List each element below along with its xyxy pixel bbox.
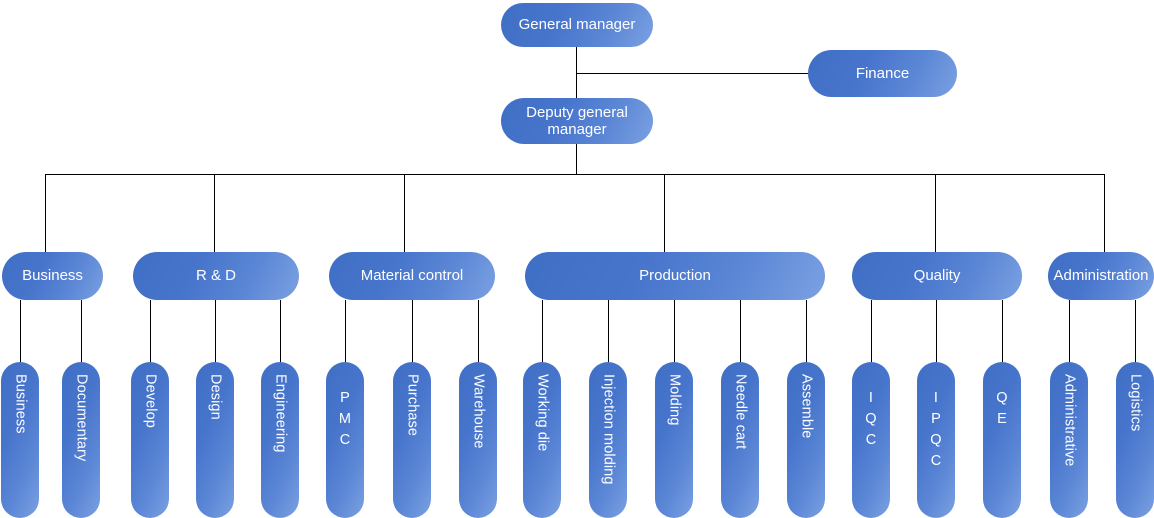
node-leaf-injection-molding[interactable]: Injection molding: [589, 362, 627, 518]
connector-dept-to-leaf: [345, 300, 346, 362]
connector-department-bus: [45, 174, 1105, 175]
node-leaf-assemble[interactable]: Assemble: [787, 362, 825, 518]
node-label: Documentary: [73, 374, 90, 462]
node-leaf-qe[interactable]: Q E: [983, 362, 1021, 518]
node-leaf-ipqc[interactable]: I P Q C: [917, 362, 955, 518]
node-label: Working die: [534, 374, 551, 452]
node-label: R & D: [195, 267, 236, 285]
node-label: Purchase: [404, 374, 421, 437]
connector-dept-to-leaf: [412, 300, 413, 362]
node-leaf-iqc[interactable]: I Q C: [852, 362, 890, 518]
connector-bus-to-rd: [214, 174, 215, 252]
node-label: Develop: [142, 374, 159, 428]
connector-dept-to-leaf: [1002, 300, 1003, 362]
node-label: Injection molding: [600, 374, 617, 485]
connector-dept-to-leaf: [542, 300, 543, 362]
node-label: Needle cart: [732, 374, 749, 450]
node-leaf-business[interactable]: Business: [1, 362, 39, 518]
connector-bus-to-administration: [1104, 174, 1105, 252]
node-label: P M C: [338, 390, 352, 449]
node-department-production[interactable]: Production: [525, 252, 825, 300]
node-department-material-control[interactable]: Material control: [329, 252, 495, 300]
connector-dept-to-leaf: [936, 300, 937, 362]
connector-dept-to-leaf: [608, 300, 609, 362]
node-label: Design: [207, 374, 224, 420]
node-leaf-engineering[interactable]: Engineering: [261, 362, 299, 518]
node-label: Material control: [360, 267, 464, 285]
node-label: Engineering: [272, 374, 289, 453]
node-label: Administration: [1053, 267, 1149, 285]
connector-dept-to-leaf: [150, 300, 151, 362]
node-label: Production: [639, 267, 711, 285]
node-leaf-purchase[interactable]: Purchase: [393, 362, 431, 518]
node-finance[interactable]: Finance: [808, 50, 957, 97]
node-deputy-general-manager[interactable]: Deputy general manager: [501, 98, 653, 144]
node-label: Warehouse: [470, 374, 487, 449]
connector-bus-to-material-control: [404, 174, 405, 252]
node-leaf-working-die[interactable]: Working die: [523, 362, 561, 518]
node-label: Assemble: [798, 374, 815, 439]
node-label: Finance: [855, 64, 910, 82]
connector-bus-to-quality: [935, 174, 936, 252]
node-label: Molding: [666, 374, 683, 426]
node-leaf-pmc[interactable]: P M C: [326, 362, 364, 518]
connector-dept-to-leaf: [871, 300, 872, 362]
node-leaf-logistics[interactable]: Logistics: [1116, 362, 1154, 518]
node-label: Q E: [996, 390, 1008, 428]
connector-dept-to-leaf: [215, 300, 216, 362]
connector-dept-to-leaf: [740, 300, 741, 362]
node-leaf-administrative[interactable]: Administrative: [1050, 362, 1088, 518]
node-label: Quality: [913, 267, 961, 285]
connector-gm-to-finance: [576, 73, 809, 74]
node-leaf-documentary[interactable]: Documentary: [62, 362, 100, 518]
connector-gm-to-deputy: [576, 73, 577, 98]
node-department-quality[interactable]: Quality: [852, 252, 1022, 300]
node-department-administration[interactable]: Administration: [1048, 252, 1154, 300]
node-label: I Q C: [865, 390, 877, 449]
connector-gm-down: [576, 47, 577, 74]
node-department-rd[interactable]: R & D: [133, 252, 299, 300]
node-label: Business: [22, 267, 83, 285]
connector-bus-to-production: [664, 174, 665, 252]
connector-dept-to-leaf: [20, 300, 21, 362]
node-leaf-needle-cart[interactable]: Needle cart: [721, 362, 759, 518]
connector-dept-to-leaf: [806, 300, 807, 362]
node-label: Deputy general manager: [526, 103, 628, 138]
node-leaf-design[interactable]: Design: [196, 362, 234, 518]
node-department-business[interactable]: Business: [2, 252, 103, 300]
node-label: Administrative: [1061, 374, 1078, 467]
connector-dept-to-leaf: [674, 300, 675, 362]
connector-dept-to-leaf: [81, 300, 82, 362]
node-label: I P Q C: [930, 390, 942, 470]
node-label: General manager: [518, 16, 636, 34]
node-label: Business: [12, 374, 29, 434]
node-label: Logistics: [1127, 374, 1144, 432]
node-leaf-develop[interactable]: Develop: [131, 362, 169, 518]
connector-dept-to-leaf: [280, 300, 281, 362]
node-leaf-warehouse[interactable]: Warehouse: [459, 362, 497, 518]
node-general-manager[interactable]: General manager: [501, 3, 653, 47]
connector-bus-to-business: [45, 174, 46, 252]
connector-dept-to-leaf: [478, 300, 479, 362]
node-leaf-molding[interactable]: Molding: [655, 362, 693, 518]
connector-dept-to-leaf: [1069, 300, 1070, 362]
connector-dept-to-leaf: [1135, 300, 1136, 362]
connector-deputy-down: [576, 144, 577, 175]
